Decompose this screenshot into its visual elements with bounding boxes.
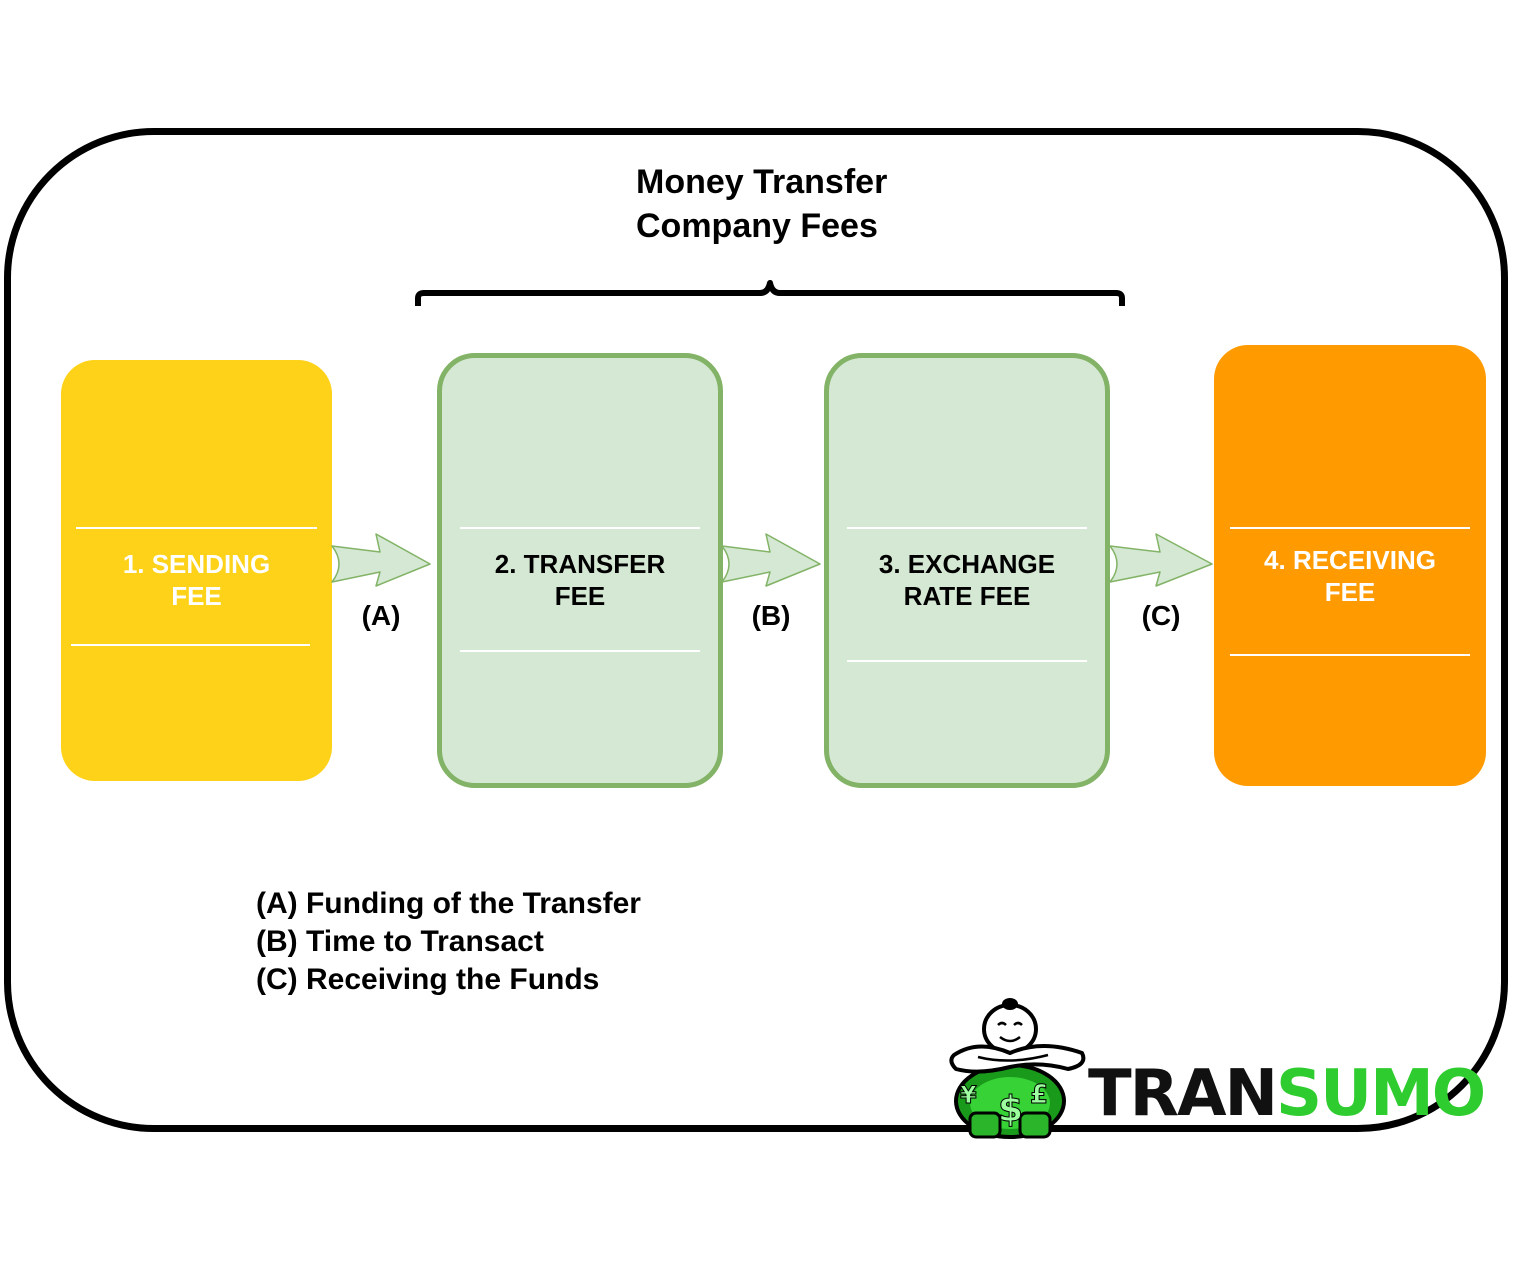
sending-fee-box: 1. SENDING FEE [61, 360, 332, 781]
svg-text:¥: ¥ [960, 1081, 977, 1109]
arrow-c-icon [1109, 533, 1213, 587]
legend: (A) Funding of the Transfer (B) Time to … [256, 885, 641, 999]
divider-top [1230, 527, 1470, 529]
title-line-1: Money Transfer [636, 163, 888, 201]
transfer-fee-label: 2. TRANSFER FEE [494, 548, 666, 611]
legend-item-c: (C) Receiving the Funds [256, 963, 600, 996]
svg-text:$: $ [998, 1089, 1023, 1130]
arrow-a-icon [331, 533, 431, 587]
divider-bottom [460, 650, 700, 652]
diagram-frame [4, 128, 1508, 1132]
svg-text:£: £ [1030, 1080, 1048, 1110]
divider-bottom [71, 644, 310, 646]
exchange-rate-fee-box: 3. EXCHANGE RATE FEE [824, 353, 1110, 788]
sumo-mascot-icon: ¥ $ £ [949, 998, 1086, 1139]
divider-top [76, 527, 317, 529]
logo-text-part-1: TRAN [1088, 1057, 1278, 1131]
title-line-2: Company Fees [636, 207, 878, 245]
divider-bottom [847, 660, 1087, 662]
curly-brace [415, 280, 1125, 306]
exchange-rate-fee-label: 3. EXCHANGE RATE FEE [878, 548, 1056, 611]
transfer-fee-box: 2. TRANSFER FEE [437, 353, 723, 788]
divider-top [847, 527, 1087, 529]
transumo-logo: TRANSUMO [1088, 1057, 1486, 1131]
arrow-b-label: (B) [751, 600, 791, 631]
arrow-a-label: (A) [361, 600, 401, 631]
legend-item-a: (A) Funding of the Transfer [256, 887, 641, 920]
receiving-fee-label: 4. RECEIVING FEE [1264, 544, 1436, 607]
sending-fee-label: 1. SENDING FEE [122, 548, 271, 611]
divider-bottom [1230, 654, 1470, 656]
diagram-title: Money Transfer Company Fees [636, 160, 1036, 248]
legend-item-b: (B) Time to Transact [256, 925, 544, 958]
divider-top [460, 527, 700, 529]
logo-text-part-2: SUMO [1276, 1057, 1486, 1131]
arrow-c-label: (C) [1141, 600, 1181, 631]
receiving-fee-box: 4. RECEIVING FEE [1214, 345, 1486, 786]
arrow-b-icon [721, 533, 821, 587]
